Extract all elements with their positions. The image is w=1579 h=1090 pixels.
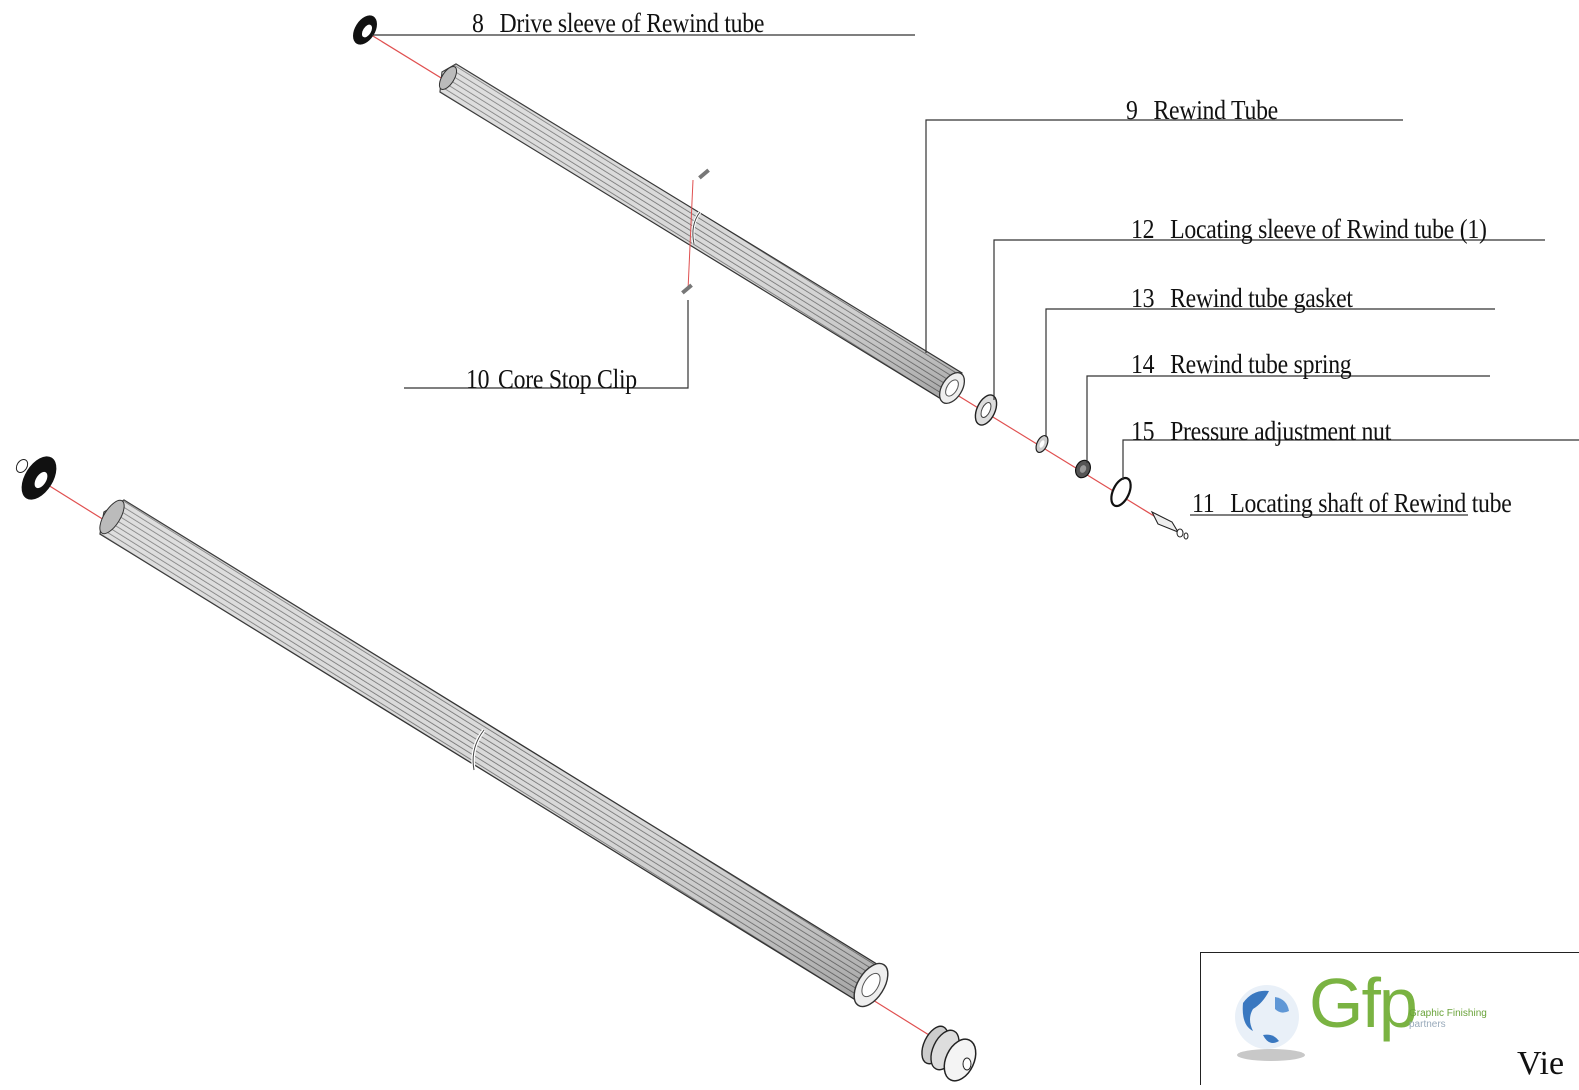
callout-text: Drive sleeve of Rewind tube [499,8,765,38]
lower-rewind-tube-part [99,499,889,1008]
callout-label-13: 13 Rewind tube gasket [1131,285,1353,312]
upper-rewind-tube-part [438,63,966,405]
callout-number: 9 [1126,95,1138,125]
callout-text: Rewind tube gasket [1170,283,1353,313]
callout-number: 14 [1131,349,1155,379]
logo-wordmark: Gfp [1309,964,1418,1042]
callout-number: 13 [1131,283,1155,313]
callout-text: Pressure adjustment nut [1170,416,1392,446]
logo-trailing-text: Vie [1517,1045,1565,1082]
locating-sleeve-part [974,394,998,426]
core-stop-clip-part [681,168,710,295]
callout-number: 10 [466,364,490,394]
callout-text: Locating shaft of Rewind tube [1230,488,1512,518]
logo-tagline: Graphic Finishing partners [1409,1008,1487,1030]
logo-tagline-line-2: partners [1409,1019,1446,1030]
upper-drive-sleeve-part [353,15,377,45]
callout-number: 15 [1131,416,1155,446]
leader-lines [372,34,1579,516]
company-logo-box: Gfp Graphic Finishing partners Vie [1200,952,1579,1085]
callout-text: Core Stop Clip [498,364,637,394]
callout-label-15: 15 Pressure adjustment nut [1131,418,1391,445]
callout-number: 11 [1192,488,1215,518]
callout-number: 8 [472,8,484,38]
callout-number: 12 [1131,214,1155,244]
callout-label-8: 8 Drive sleeve of Rewind tube [472,10,764,37]
callout-text: Rewind Tube [1153,95,1278,125]
callout-text: Locating sleeve of Rwind tube (1) [1170,214,1487,244]
locating-shaft-part [1150,510,1189,540]
callout-label-12: 12 Locating sleeve of Rwind tube (1) [1131,216,1487,243]
callout-label-14: 14 Rewind tube spring [1131,349,1352,379]
lower-end-assembly-part [921,1025,977,1082]
callout-label-11: 11 Locating shaft of Rewind tube [1192,490,1512,517]
lower-drive-sleeve-part [15,456,57,500]
callout-text: Rewind tube spring [1170,349,1352,379]
callout-label-10: 10 Core Stop Clip [466,366,637,393]
callout-label-9: 9 Rewind Tube [1126,97,1278,124]
pressure-nut-part [1110,476,1132,508]
globe-logo-icon [1235,985,1305,1061]
logo-tagline-line-1: Graphic Finishing [1409,1008,1487,1019]
